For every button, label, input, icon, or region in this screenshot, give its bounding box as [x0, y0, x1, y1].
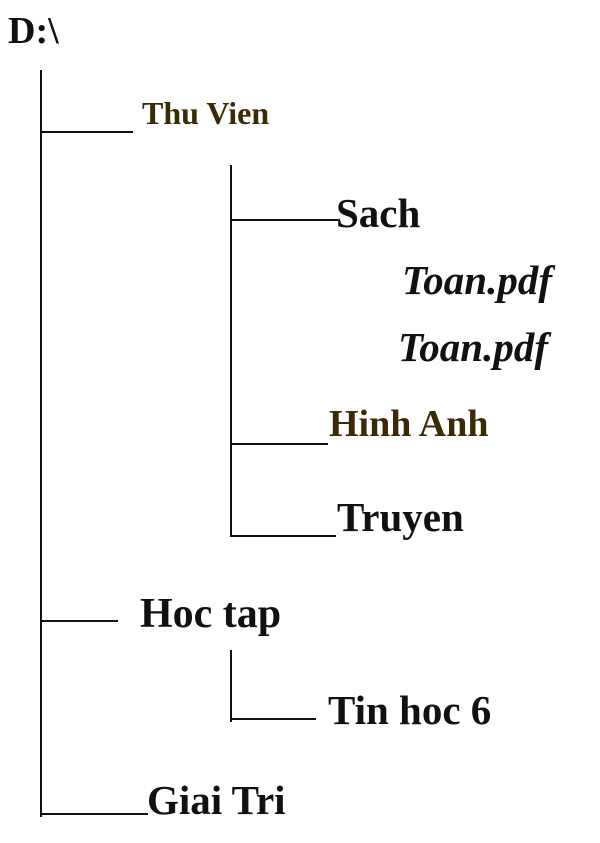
branch-line-giai-tri — [40, 813, 148, 815]
branch-line-truyen — [230, 535, 336, 537]
root-trunk-line — [40, 70, 42, 817]
branch-line-tin-hoc-6 — [230, 718, 316, 720]
branch-line-sach — [230, 219, 338, 221]
folder-tin-hoc-6[interactable]: Tin hoc 6 — [328, 687, 492, 733]
thu-vien-trunk-line — [230, 165, 232, 537]
hoc-tap-trunk-line — [230, 650, 232, 722]
branch-line-thu-vien — [40, 131, 133, 133]
folder-giai-tri[interactable]: Giai Tri — [147, 777, 286, 823]
branch-line-hinh-anh — [230, 443, 328, 445]
folder-hoc-tap[interactable]: Hoc tap — [140, 591, 282, 637]
folder-sach[interactable]: Sach — [336, 190, 421, 236]
file-toan-pdf-1[interactable]: Toan.pdf — [402, 257, 552, 303]
root-drive-label[interactable]: D:\ — [8, 10, 59, 52]
folder-thu-vien[interactable]: Thu Vien — [142, 95, 270, 131]
folder-hinh-anh[interactable]: Hinh Anh — [329, 403, 489, 445]
folder-truyen[interactable]: Truyen — [337, 494, 464, 540]
file-toan-pdf-2[interactable]: Toan.pdf — [398, 324, 548, 370]
branch-line-hoc-tap — [40, 620, 118, 622]
